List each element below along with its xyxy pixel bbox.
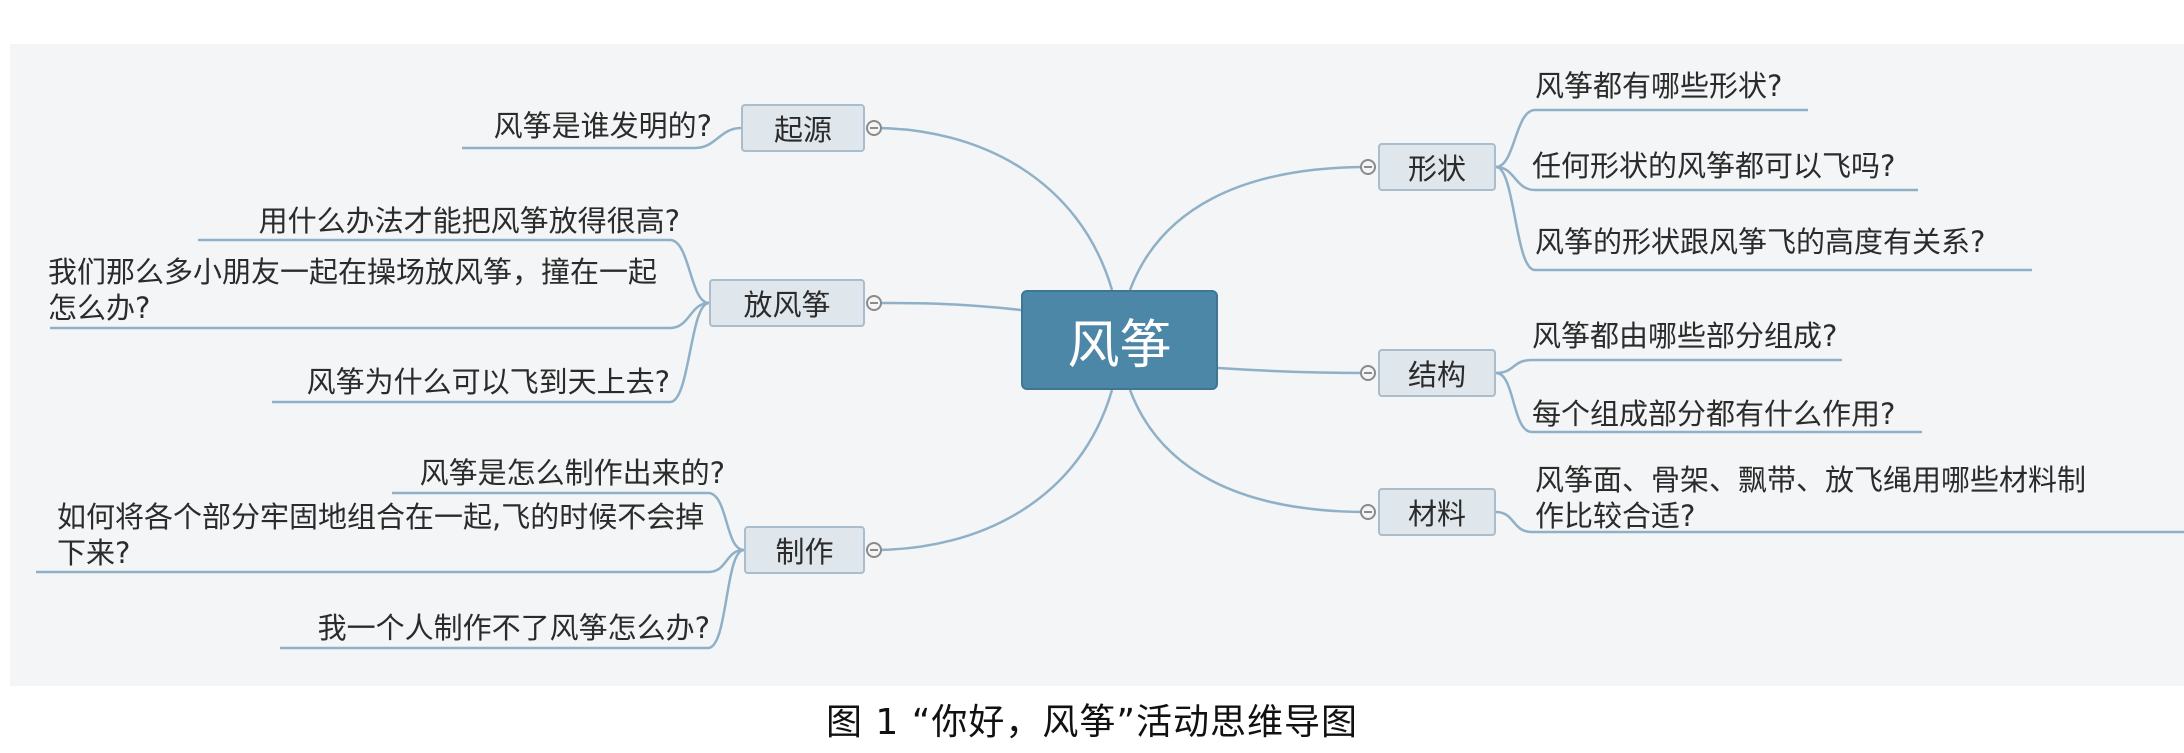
leaf-shape-1[interactable]: 风筝都有哪些形状? — [1535, 69, 1783, 103]
leaf-making-1[interactable]: 风筝是怎么制作出来的? — [419, 456, 725, 490]
branch-making[interactable]: 制作 — [744, 526, 865, 574]
link-root-shape — [1128, 165, 1369, 291]
branch-flying[interactable]: 放风筝 — [709, 279, 865, 327]
link-root-flying — [873, 301, 1022, 312]
leaf-flying-1[interactable]: 用什么办法才能把风筝放得很高? — [258, 204, 680, 238]
leaf-structure-1[interactable]: 风筝都由哪些部分组成? — [1532, 319, 1838, 353]
link-root-origin — [873, 126, 1114, 291]
leaf-structure-2[interactable]: 每个组成部分都有什么作用? — [1532, 397, 1896, 431]
leaf-flying-3[interactable]: 风筝为什么可以飞到天上去? — [306, 365, 670, 399]
leaf-making-3[interactable]: 我一个人制作不了风筝怎么办? — [317, 611, 710, 645]
branch-origin[interactable]: 起源 — [741, 104, 865, 152]
figure-caption: 图 1 “你好，风筝”活动思维导图 — [825, 702, 1359, 743]
leaf-flying-2[interactable]: 我们那么多小朋友一起在操场放风筝，撞在一起怎么办? — [48, 255, 658, 325]
link-root-material — [1128, 389, 1369, 514]
link-root-making — [873, 389, 1114, 552]
leaf-shape-3[interactable]: 风筝的形状跟风筝飞的高度有关系? — [1535, 225, 1986, 259]
central-topic[interactable]: 风筝 — [1021, 290, 1218, 390]
leaf-material-1[interactable]: 风筝面、骨架、飘带、放飞绳用哪些材料制作比较合适? — [1535, 463, 2087, 533]
branch-structure[interactable]: 结构 — [1378, 349, 1496, 397]
leaf-shape-2[interactable]: 任何形状的风筝都可以飞吗? — [1532, 149, 1896, 183]
branch-shape[interactable]: 形状 — [1378, 143, 1496, 191]
link-root-structure — [1217, 366, 1369, 375]
leaf-origin-1[interactable]: 风筝是谁发明的? — [493, 109, 712, 143]
branch-material[interactable]: 材料 — [1378, 488, 1496, 536]
leaf-making-2[interactable]: 如何将各个部分牢固地组合在一起,飞的时候不会掉下来? — [57, 500, 705, 570]
